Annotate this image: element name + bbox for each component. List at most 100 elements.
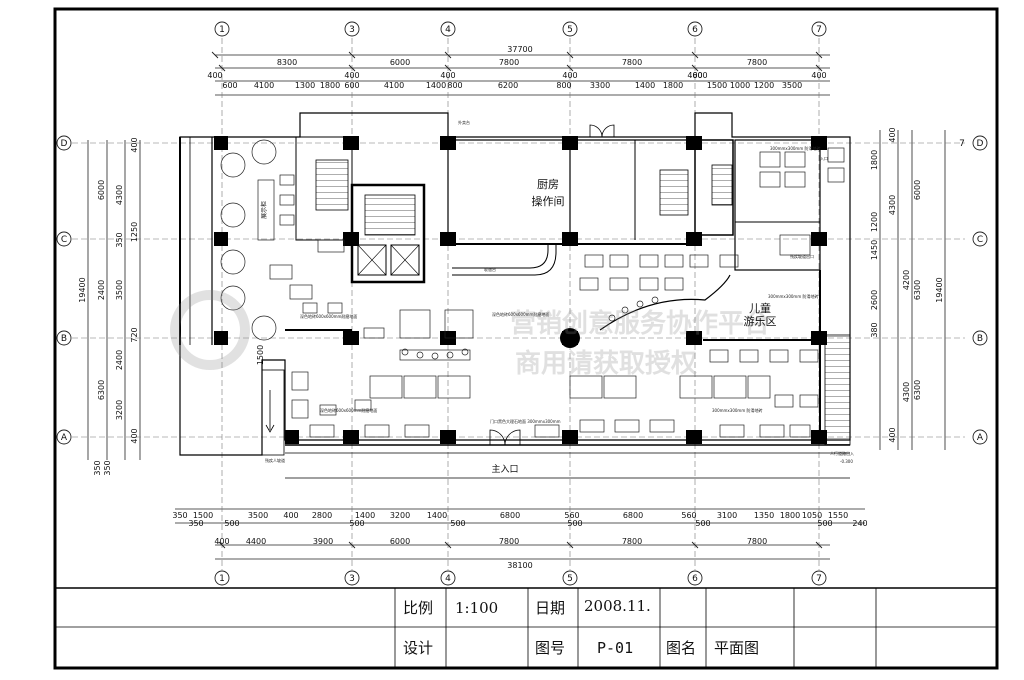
dim-top-r3-11: 1400 — [635, 81, 655, 90]
dim-top-r1-0: 8300 — [277, 58, 297, 67]
dim-top-r3-0: 600 — [222, 81, 237, 90]
watermark-line2: 商用请获取授权 — [515, 348, 697, 379]
dim-bot-r1b-5: 500 — [695, 519, 710, 528]
dim-bot-r1-5: 1400 — [355, 511, 375, 520]
dim-left-c-3: 400 — [130, 428, 139, 443]
dim-bot-r1-9: 560 — [564, 511, 579, 520]
note-floor-mid: 深色地砖600x600mm耐磨地面 — [320, 407, 377, 413]
dim-bot-r1-11: 560 — [681, 511, 696, 520]
dimension-lines — [87, 54, 946, 560]
dim-bot-r1-13: 1350 — [754, 511, 774, 520]
dim-bot-r1b-0: 350 — [188, 519, 203, 528]
dim-right-c-4: 4300 — [902, 382, 911, 402]
dim-bot-r2-5: 7800 — [622, 537, 642, 546]
dim-right-c-5: 380 — [870, 322, 879, 337]
dim-right-c-1: 1800 — [870, 150, 879, 170]
dim-right-b-1: 2600 — [870, 290, 879, 310]
axis-label-bottom-1: 1 — [219, 574, 225, 584]
sheet-border — [53, 7, 999, 670]
display-cabinet-label: 展示柜 — [260, 201, 268, 219]
dim-top-r2-1: 400 — [344, 71, 359, 80]
dim-bot-r1-6: 3200 — [390, 511, 410, 520]
dim-bot-r1-3: 400 — [283, 511, 298, 520]
dim-bot-r1-10: 6800 — [623, 511, 643, 520]
dim-left-b-4: 3200 — [115, 400, 124, 420]
note-level: -0.300 — [840, 459, 853, 464]
dim-top-r3-7: 800 — [447, 81, 462, 90]
dim-bot-r1-0: 350 — [172, 511, 187, 520]
axis-label-right-B: B — [977, 334, 983, 344]
dim-left-overall: 19400 — [78, 277, 87, 302]
dim-top-r3-13: 600 — [692, 71, 707, 80]
drawing-no-label: 图号 — [535, 639, 565, 657]
note-cashier: 收银台 — [484, 266, 496, 272]
dim-bot-r1b-2: 500 — [349, 519, 364, 528]
note-takeout: 外卖台 — [458, 119, 470, 125]
dim-bot-r1-12: 3100 — [717, 511, 737, 520]
dim-top-r3-15: 1000 — [730, 81, 750, 90]
axis-label-top-6: 6 — [692, 25, 698, 35]
axis-label-left-D: D — [61, 139, 68, 149]
dim-right-c-0: 400 — [888, 127, 897, 142]
dim-right-b-0: 4200 — [902, 270, 911, 290]
note-tile-kids: 300mmx300mm 防滑地砖 — [768, 293, 819, 299]
dim-top-r1-4: 7800 — [747, 58, 767, 67]
dim-bot-overall: 38100 — [507, 561, 532, 570]
dim-right-c-3: 1450 — [870, 240, 879, 260]
dim-bot-r1b-1: 500 — [224, 519, 239, 528]
dim-left-b-3: 2400 — [115, 350, 124, 370]
dim-bot-r2-6: 7800 — [747, 537, 767, 546]
title-block — [55, 587, 997, 668]
scale-label: 比例 — [403, 599, 433, 617]
dim-bot-r1-2: 3500 — [248, 511, 268, 520]
dim-top-r3-9: 800 — [556, 81, 571, 90]
drawing-name-label: 图名 — [666, 639, 696, 657]
dim-bot-r1-14: 1800 — [780, 511, 800, 520]
dim-top-r1-1: 6000 — [390, 58, 410, 67]
dim-right-c-2: 1200 — [870, 212, 879, 232]
main-entrance-label: 主入口 — [491, 463, 518, 475]
axis-label-left-B: B — [61, 334, 67, 344]
note-sidewalk: 人行道路出入 — [830, 450, 854, 456]
dim-top-r3-1: 4100 — [254, 81, 274, 90]
dim-left-a-2: 6300 — [97, 380, 106, 400]
dim-top-r3-4: 600 — [344, 81, 359, 90]
note-entrance-floor: 门口黑色大理石地面 300mmx300mm — [490, 418, 561, 424]
watermark-line1: 营销创意服务协作平台 — [510, 308, 770, 339]
dim-top-r2-3: 400 — [562, 71, 577, 80]
dim-left-b-2: 3500 — [115, 280, 124, 300]
scale-value: 1:100 — [455, 599, 498, 617]
axis-label-bottom-4: 4 — [445, 574, 451, 584]
note-ramp: 残疾人坡道 — [265, 457, 285, 463]
dim-right-a-2: 6300 — [913, 380, 922, 400]
axis-bubbles — [56, 21, 988, 586]
axis-label-right-D: D — [977, 139, 984, 149]
dim-top-r3-2: 1300 — [295, 81, 315, 90]
dim-bot-r2-1: 4400 — [246, 537, 266, 546]
dim-top-r3-17: 3500 — [782, 81, 802, 90]
dim-left-c-1: 1250 — [130, 222, 139, 242]
axis-label-top-5: 5 — [567, 25, 573, 35]
dim-top-r3-14: 1500 — [707, 81, 727, 90]
dim-right-a-0: 6000 — [913, 180, 922, 200]
axis-label-top-3: 3 — [349, 25, 355, 35]
dim-left-c-6: 350 — [103, 460, 112, 475]
dim-left-c-0: 400 — [130, 137, 139, 152]
dim-top-r3-5: 4100 — [384, 81, 404, 90]
dim-left-a-1: 2400 — [97, 280, 106, 300]
axis-label-bottom-3: 3 — [349, 574, 355, 584]
dim-bot-r1-7: 1400 — [427, 511, 447, 520]
dim-bot-r1-15: 1050 — [802, 511, 822, 520]
dim-left-b-1: 350 — [115, 232, 124, 247]
note-tile-toilet: 300mmx300mm 防滑地砖 — [770, 145, 821, 151]
dim-bot-r1b-6: 500 — [817, 519, 832, 528]
dim-top-r3-6: 1400 — [426, 81, 446, 90]
dim-bot-r1b-4: 500 — [567, 519, 582, 528]
note-floor-center: 深色地砖600x600mm耐磨地面 — [492, 311, 549, 317]
dim-left-c-2: 720 — [130, 327, 139, 342]
date-value: 2008.11. — [584, 597, 651, 615]
dim-top-r2-4: 400 — [687, 71, 702, 80]
dim-top-r3-3: 1800 — [320, 81, 340, 90]
date-label: 日期 — [535, 599, 565, 617]
